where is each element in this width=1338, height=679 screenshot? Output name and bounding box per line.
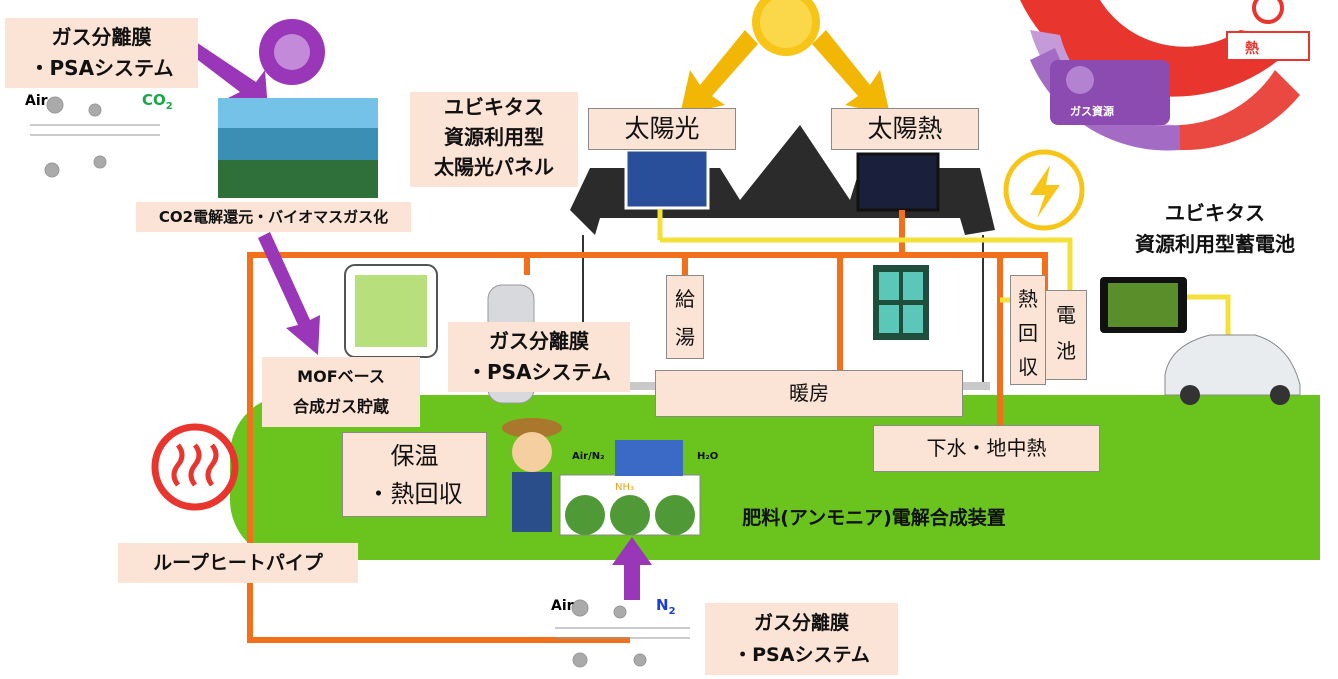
window-icon: [873, 265, 929, 340]
electric-line-car: [1187, 294, 1231, 340]
nh3-label: NH₃: [615, 482, 634, 493]
h2o-label: H₂O: [697, 451, 718, 462]
house-roof: [570, 125, 995, 235]
farmer-icon: [502, 418, 562, 532]
arrow-n2-up: [612, 537, 652, 600]
gas-separation-mid-label: ガス分離膜 ・PSAシステム: [448, 322, 630, 392]
membrane-icon-bottom: [555, 599, 690, 668]
heat-legend-box: [1226, 31, 1310, 61]
gas-separation-top-label: ガス分離膜 ・PSAシステム: [5, 18, 198, 88]
battery-label: 電 池: [1045, 290, 1087, 380]
air-n2-label: Air/N₂: [572, 451, 605, 462]
battery-icon: [1100, 277, 1187, 333]
air-bottom-label: Air: [551, 598, 574, 614]
gas-resource-icon: [1066, 66, 1094, 94]
loop-heat-pipe-label: ループヒートパイプ: [118, 543, 358, 583]
mof-crystal-icon: [344, 264, 438, 358]
heat-pipe-loop: [247, 210, 1048, 643]
arrow-co2-to-mof: [258, 232, 320, 355]
electric-line-house: [660, 237, 1073, 303]
n2-label: N2: [656, 596, 676, 617]
co2-electrolysis-label: CO2電解還元・バイオマスガス化: [136, 202, 411, 232]
sun-icon: [680, 0, 890, 115]
heating-label: 暖房: [655, 370, 963, 417]
co2-label: CO2: [142, 91, 173, 112]
heat-icon: [151, 423, 239, 511]
solar-heat-label: 太陽熱: [831, 108, 979, 150]
ubiquitous-battery-label: ユビキタス 資源利用型蓄電池: [1135, 201, 1295, 256]
ammonia-device: [559, 440, 701, 536]
solar-light-label: 太陽光: [588, 108, 736, 150]
heat-legend-icon: [1252, 0, 1284, 24]
hot-water-label: 給 湯: [666, 275, 704, 359]
sewage-geothermal-label: 下水・地中熱: [873, 425, 1100, 472]
solar-panel: [624, 148, 710, 210]
mof-storage-label: MOFベース 合成ガス貯蔵: [262, 357, 420, 427]
fertilizer-synthesis-label: 肥料(アンモニア)電解合成装置: [742, 507, 1006, 529]
car-icon: [1164, 334, 1301, 405]
air-top-label: Air: [25, 93, 48, 109]
gas-separation-bottom-label: ガス分離膜 ・PSAシステム: [705, 603, 898, 675]
gas-resource-text: ガス資源: [1070, 104, 1114, 118]
heat-recovery-label: 熱 回 収: [1010, 275, 1046, 385]
lightning-icon: [1003, 149, 1085, 231]
solar-thermal-panel: [856, 152, 940, 212]
heat-legend-text: 熱: [1245, 40, 1259, 57]
insulation-heat-recovery-label: 保温 ・熱回収: [342, 432, 487, 517]
ubiquitous-panel-label: ユビキタス 資源利用型 太陽光パネル: [410, 92, 578, 187]
membrane-icon-top: [30, 96, 160, 178]
arrow-gas-to-image: [190, 42, 268, 110]
